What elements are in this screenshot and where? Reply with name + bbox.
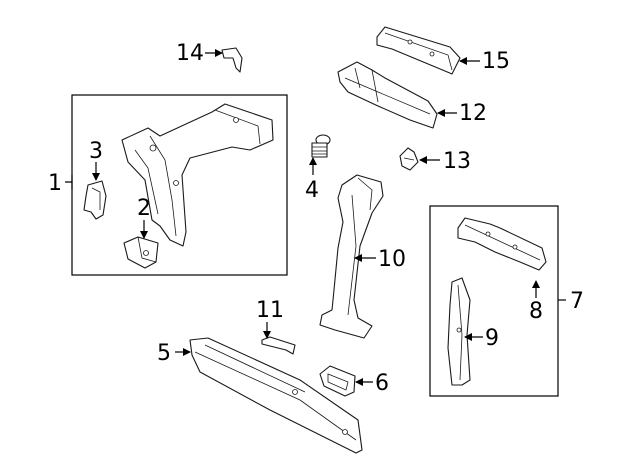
callout-14: 14 xyxy=(176,41,204,66)
part-rail-12[interactable] xyxy=(337,61,438,129)
callout-3: 3 xyxy=(89,139,103,164)
assembly-box-7 xyxy=(429,205,559,397)
callout-7: 7 xyxy=(570,289,584,314)
part-hinge-pillar[interactable] xyxy=(121,103,274,247)
callout-2: 2 xyxy=(137,196,151,221)
part-bracket-2[interactable] xyxy=(123,236,159,269)
callout-4: 4 xyxy=(305,178,319,203)
part-bracket-3[interactable] xyxy=(83,180,107,220)
leader-lines xyxy=(65,49,566,386)
callout-9: 9 xyxy=(485,326,499,351)
part-rocker-5[interactable] xyxy=(189,337,363,454)
callout-10: 10 xyxy=(378,247,406,272)
part-rail-8[interactable] xyxy=(457,217,547,271)
part-clip-13[interactable] xyxy=(399,147,419,171)
callout-numbers: 1 3 2 14 15 12 4 13 10 11 5 6 8 9 7 xyxy=(48,41,584,396)
callout-5: 5 xyxy=(157,341,171,366)
part-pad-6[interactable] xyxy=(319,365,356,397)
leader-1 xyxy=(65,175,73,190)
callout-13: 13 xyxy=(443,149,471,174)
part-pillar-9[interactable] xyxy=(447,277,471,386)
callout-15: 15 xyxy=(482,49,510,74)
callout-1: 1 xyxy=(48,171,62,196)
callout-8: 8 xyxy=(529,299,543,324)
callout-12: 12 xyxy=(459,101,487,126)
callout-6: 6 xyxy=(375,371,389,396)
callout-11: 11 xyxy=(256,298,284,323)
part-bolt-4[interactable] xyxy=(311,134,331,158)
part-rail-15[interactable] xyxy=(376,26,461,75)
part-center-pillar-10[interactable] xyxy=(319,174,384,339)
part-bracket-11[interactable] xyxy=(261,336,296,355)
part-clip-14[interactable] xyxy=(221,47,243,73)
